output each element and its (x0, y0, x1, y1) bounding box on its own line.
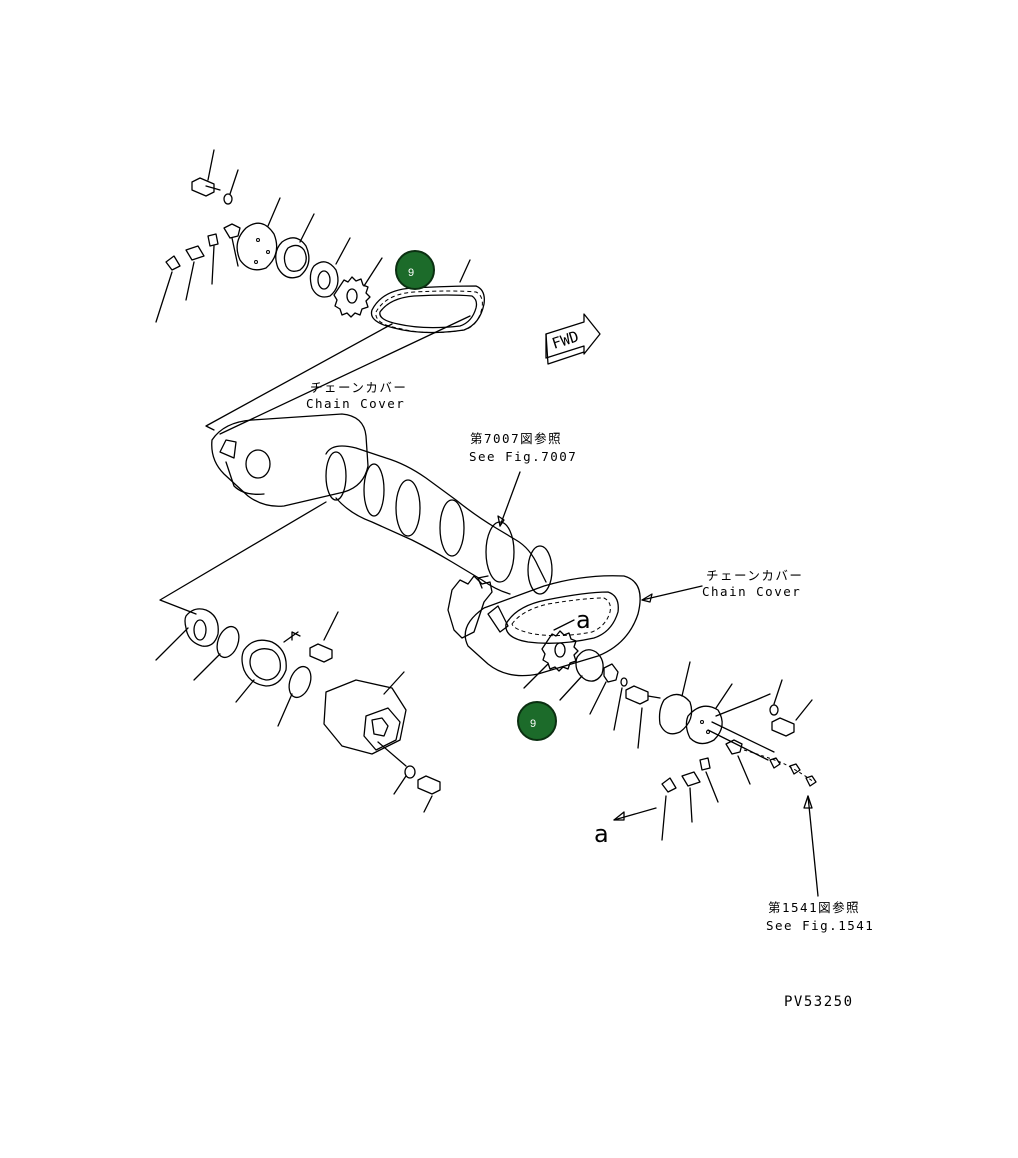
drive-shaft-housing (211, 413, 641, 677)
chain-cover-en-label-2: Chain Cover (702, 584, 801, 599)
leader-upper-to-cover-2 (219, 315, 471, 435)
lower-left-bearing-group (155, 608, 441, 813)
see-fig-1541-en-label: See Fig.1541 (766, 918, 874, 933)
callout-badge-upper[interactable]: 9 (395, 250, 435, 290)
upper-sprocket (333, 257, 383, 318)
leader-1541 (807, 795, 819, 897)
arrowhead-cover-right (641, 593, 653, 603)
ref-a-label-cover: a (576, 606, 591, 634)
grease-fitting-parts (155, 223, 241, 323)
gasket (275, 213, 315, 279)
callout-badge-upper-circle[interactable] (395, 250, 435, 290)
bolt-top (191, 149, 221, 197)
cover-plate (236, 197, 281, 271)
leader-a-cover (553, 619, 575, 631)
lower-right-sprocket-group (523, 630, 817, 841)
leader-7007-arrow (497, 515, 505, 527)
leader-cover-left (159, 501, 327, 615)
chain-cover-en-label-1: Chain Cover (306, 396, 405, 411)
chain-cover-jp-label-2: チェーンカバー (706, 568, 803, 583)
leader-1541-arrowhead (803, 795, 813, 809)
fwd-arrow: FWD (545, 313, 601, 365)
ref-a-arrow (613, 807, 657, 821)
leader-7007 (499, 471, 521, 527)
callout-badge-lower[interactable]: 9 (517, 701, 557, 741)
leader-upper-to-cover (205, 323, 393, 431)
see-fig-7007-en-label: See Fig.7007 (469, 449, 577, 464)
ref-a-arrowhead (613, 811, 625, 821)
see-fig-1541-jp-label: 第1541図参照 (768, 900, 860, 915)
callout-badge-lower-circle[interactable] (517, 701, 557, 741)
see-fig-7007-jp-label: 第7007図参照 (470, 431, 562, 446)
chain-cover-jp-label-1: チェーンカバー (310, 380, 407, 395)
leader-cover-right (641, 585, 703, 601)
washer-top (223, 169, 239, 205)
bearing (309, 237, 351, 298)
drawing-number: PV53250 (784, 994, 854, 1010)
upper-sprocket-assembly (155, 149, 485, 334)
ref-a-label-arrow: a (594, 820, 609, 848)
